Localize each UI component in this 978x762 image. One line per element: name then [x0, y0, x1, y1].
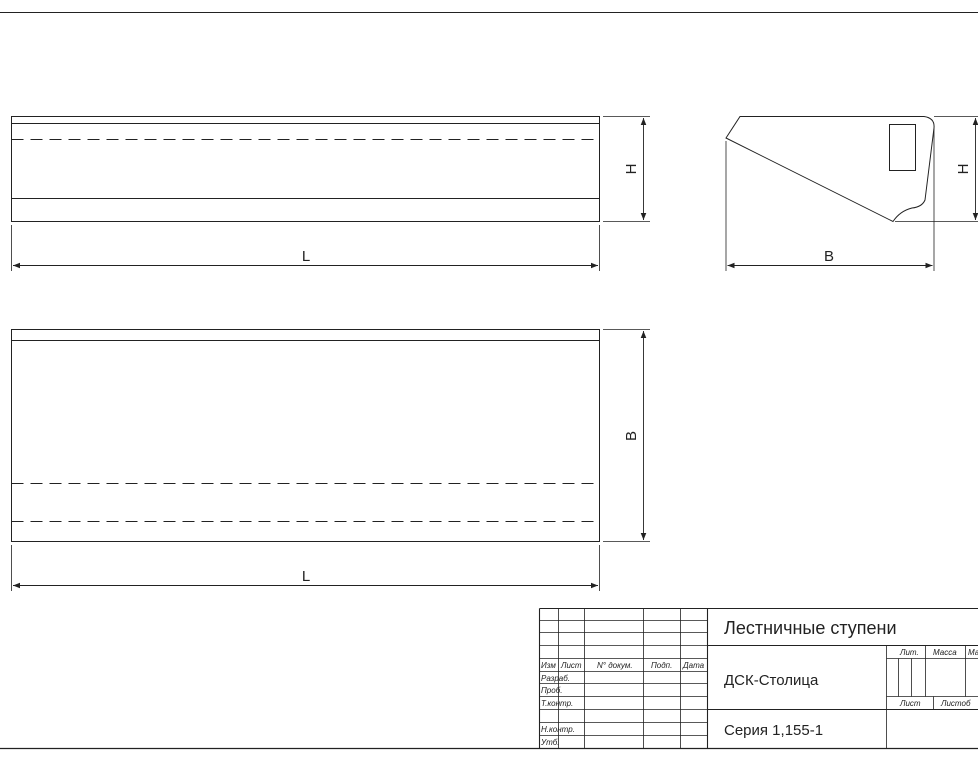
role-tech-control: Т.контр.	[541, 699, 573, 708]
front-view	[11, 116, 650, 271]
top-view	[11, 329, 650, 591]
right-scale: Ма	[968, 648, 978, 657]
side-view-profile	[725, 116, 935, 223]
title-block-organization: ДСК-Столица	[724, 672, 819, 689]
role-norm-control: Н.контр.	[541, 725, 575, 734]
side-view	[725, 116, 978, 271]
header-date: Дата	[682, 661, 705, 670]
top-view-outline	[11, 329, 600, 542]
sheet-frame	[0, 12, 978, 750]
side-dim-label-B: B	[824, 248, 834, 265]
right-sheets: Листоб	[940, 699, 971, 708]
title-block	[538, 607, 978, 749]
role-checker: Проб.	[541, 686, 562, 695]
top-dim-label-L: L	[302, 568, 310, 585]
front-dim-label-H: H	[623, 164, 640, 175]
role-developer: Разраб.	[541, 674, 570, 683]
side-view-opening	[889, 124, 916, 171]
right-sheet: Лист	[899, 699, 921, 708]
header-doc-no: N° докум.	[597, 661, 633, 670]
front-dim-label-L: L	[302, 248, 310, 265]
top-dim-label-B: B	[623, 431, 640, 441]
right-mass: Масса	[933, 648, 957, 657]
side-dim-label-H: H	[955, 164, 972, 175]
front-view-outline	[11, 116, 600, 222]
title-block-series: Серия 1,155-1	[724, 722, 823, 739]
role-approved: Утб.	[540, 738, 560, 747]
header-list: Лист	[560, 661, 582, 670]
title-block-title: Лестничные ступени	[724, 618, 897, 638]
header-sign: Подп.	[651, 661, 672, 670]
right-lit: Лит.	[899, 648, 919, 657]
header-izm: Изм	[541, 661, 556, 670]
